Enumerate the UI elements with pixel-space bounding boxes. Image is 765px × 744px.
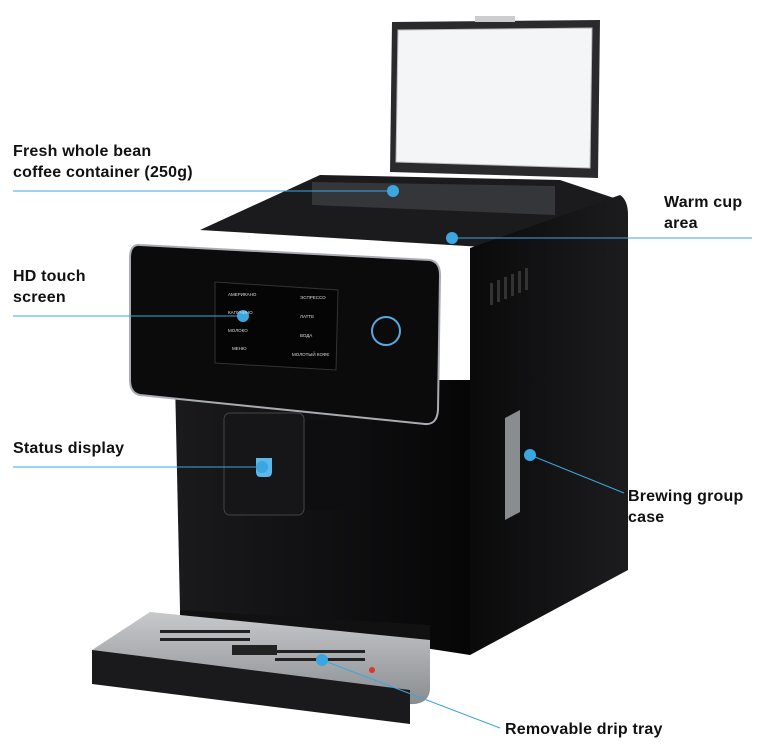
machine-side [470, 195, 628, 655]
touch-screen [214, 281, 339, 371]
callout-status-display: Status display [13, 440, 125, 457]
menu-water: ВОДА [300, 333, 312, 338]
callout-brewing-group: Brewing group case [628, 488, 744, 526]
menu-milk: МОЛОКО [228, 328, 248, 333]
callout-dot [387, 185, 399, 197]
callout-dot [316, 654, 328, 666]
menu-espresso: ЭСПРЕССО [300, 295, 326, 300]
callout-drip-tray: Removable drip tray [505, 721, 663, 738]
screen-menu: АМЕРИКАНО ЭСПРЕССО КАПУЧИНО ЛАТТЕ МОЛОКО… [228, 292, 329, 357]
callout-dots [237, 185, 536, 666]
callout-dot [524, 449, 536, 461]
callout-lines [13, 190, 752, 729]
callout-bean-container: Fresh whole bean coffee container (250g) [13, 143, 193, 181]
callout-dot [237, 310, 249, 322]
callout-dot [256, 461, 268, 473]
power-button [371, 316, 401, 346]
callout-dot [446, 232, 458, 244]
brewing-group-door-handle [505, 410, 520, 520]
menu-cappuccino: КАПУЧИНО [228, 310, 253, 315]
callout-warm-cup: Warm cup area [664, 194, 743, 232]
bean-container-lid [390, 16, 600, 178]
menu-ground-coffee: МОЛОТЫЙ КОФЕ [292, 350, 329, 357]
menu-menu: МЕНЮ [232, 346, 247, 351]
menu-americano: АМЕРИКАНО [228, 292, 257, 297]
drip-tray [92, 612, 430, 705]
callout-touch-screen: HD touch screen [13, 268, 86, 306]
menu-latte: ЛАТТЕ [300, 314, 314, 319]
